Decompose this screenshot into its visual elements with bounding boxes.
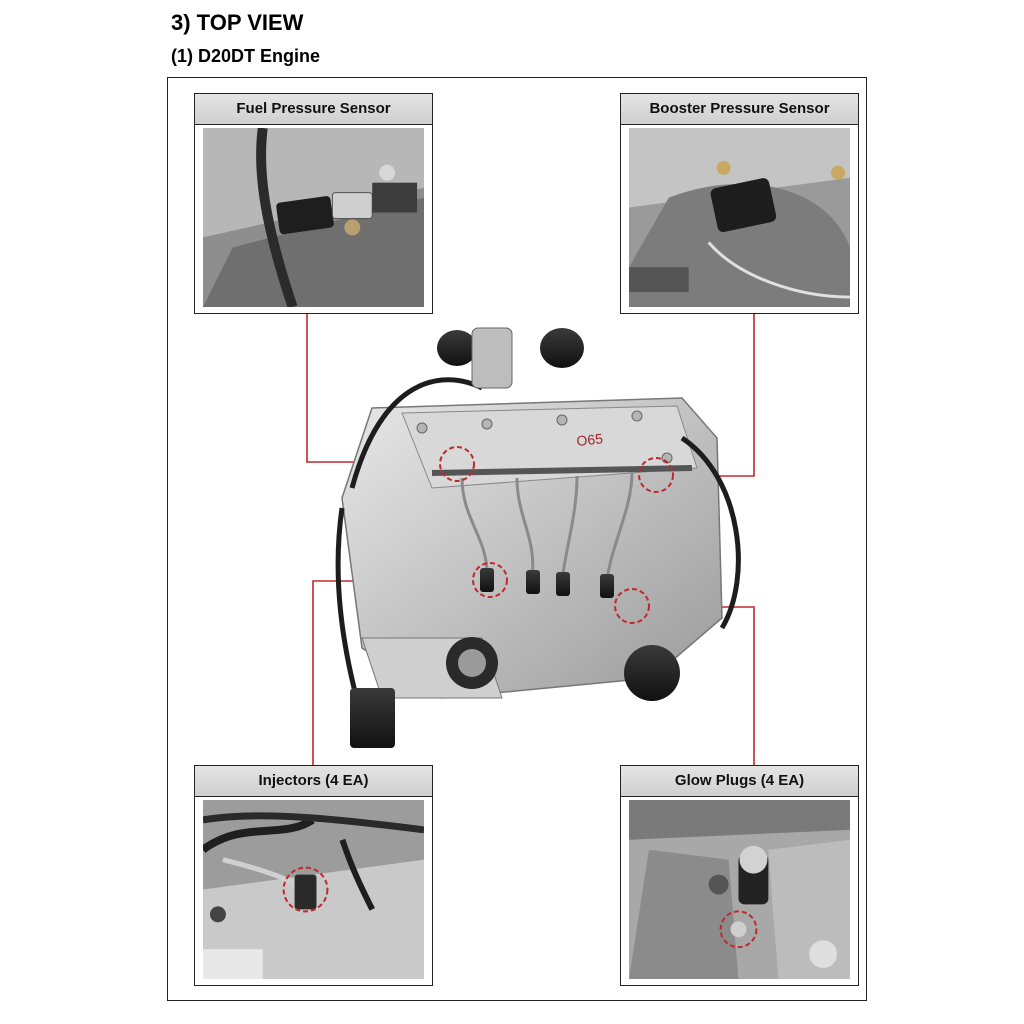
booster-pressure-sensor-photo: [629, 128, 850, 307]
fuel-pressure-sensor-photo: [203, 128, 424, 307]
glow-plugs-callout: Glow Plugs (4 EA): [620, 765, 859, 986]
engine-subheading: (1) D20DT Engine: [171, 46, 321, 66]
glow-plugs-title: Glow Plugs (4 EA): [621, 766, 858, 797]
fuel-pressure-sensor-title: Fuel Pressure Sensor: [195, 94, 432, 125]
svg-text:O65: O65: [576, 430, 604, 449]
injector-highlight: [472, 562, 508, 598]
injectors-photo: [203, 800, 424, 979]
booster-pressure-sensor-title: Booster Pressure Sensor: [621, 94, 858, 125]
injectors-callout: Injectors (4 EA): [194, 765, 433, 986]
fuel-pressure-sensor-highlight: [439, 446, 475, 482]
injectors-title: Injectors (4 EA): [195, 766, 432, 797]
engine-top-view-image: O65: [322, 318, 762, 768]
glow-plug-highlight: [614, 588, 650, 624]
booster-pressure-sensor-callout: Booster Pressure Sensor: [620, 93, 859, 314]
glow-plugs-photo: [629, 800, 850, 979]
section-heading: 3) TOP VIEW: [171, 10, 304, 35]
booster-pressure-sensor-highlight: [638, 457, 674, 493]
figure-frame: [167, 77, 867, 1001]
fuel-pressure-sensor-callout: Fuel Pressure Sensor: [194, 93, 433, 314]
